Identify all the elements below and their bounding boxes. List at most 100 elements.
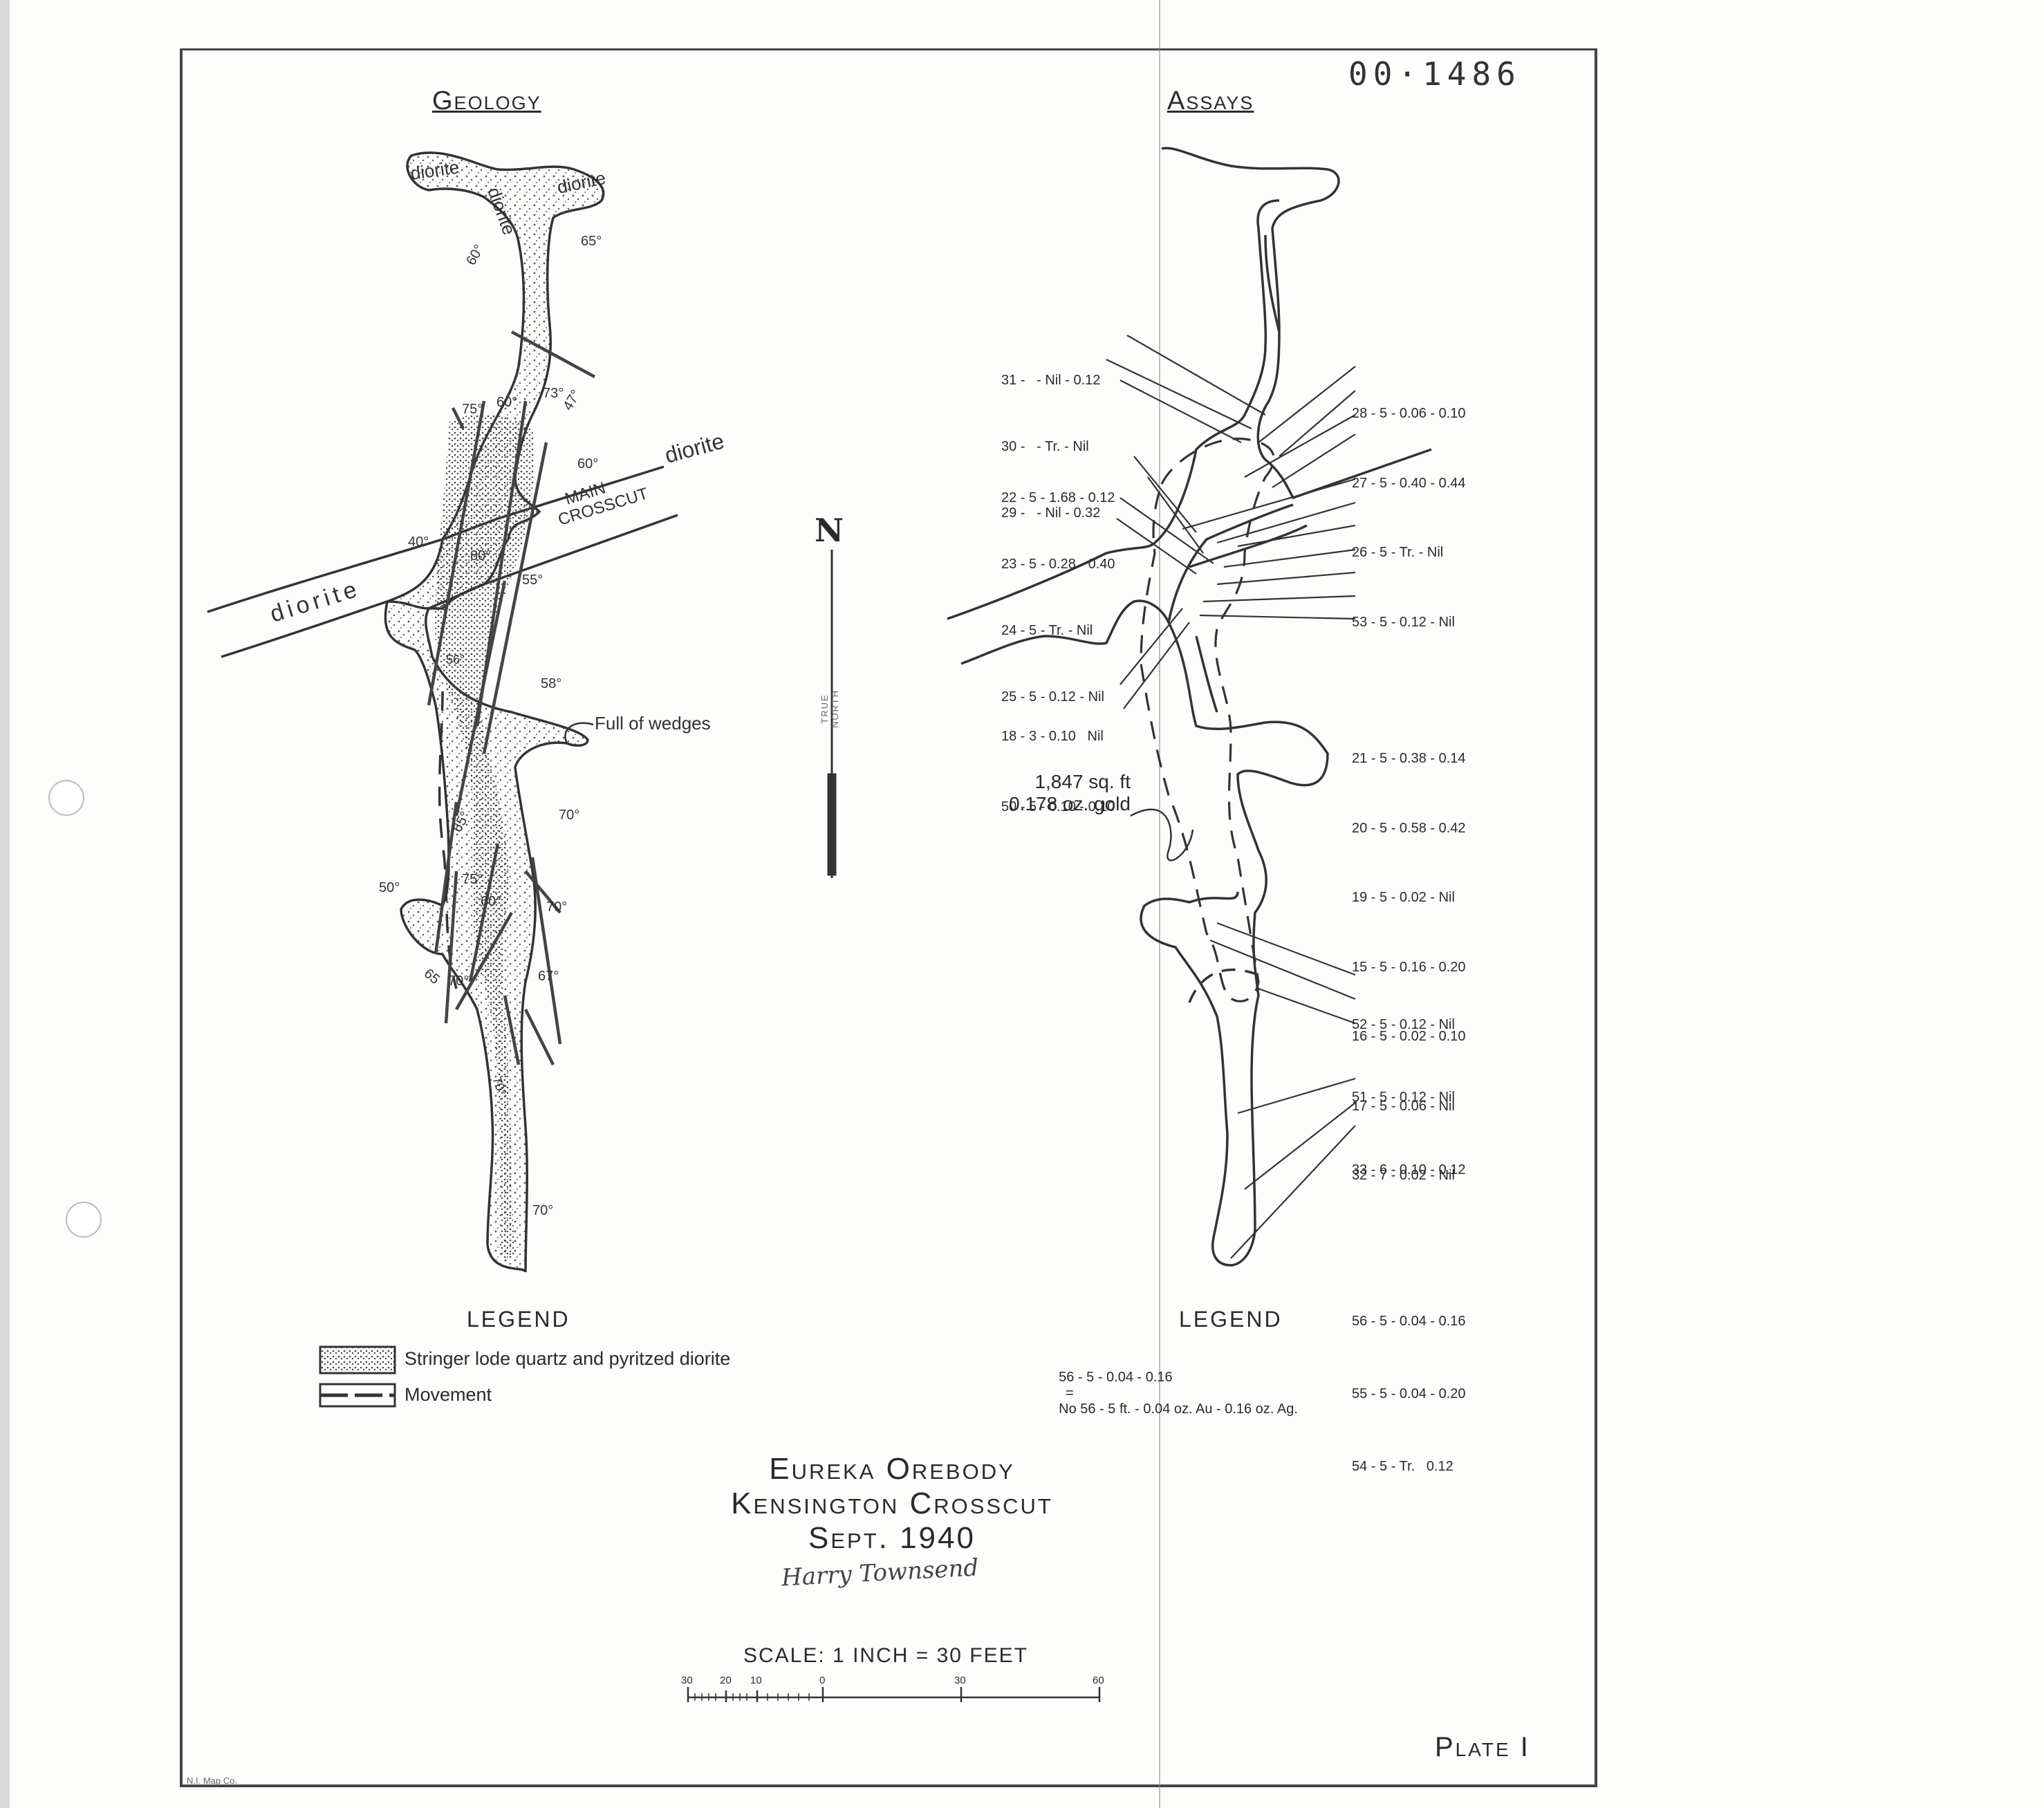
assay-entry: 31 - - Nil - 0.12 — [1001, 373, 1101, 388]
assay-entry: 55 - 5 - 0.04 - 0.20 — [1352, 1386, 1466, 1401]
assay-legend-value: No 56 - 5 ft. - 0.04 oz. Au - 0.16 oz. A… — [1059, 1401, 1298, 1417]
scale-tick-label: 30 — [954, 1675, 966, 1686]
assay-legend-key: 56 - 5 - 0.04 - 0.16 — [1059, 1370, 1173, 1385]
dip-label-10: 55° — [522, 572, 543, 588]
dip-label-11: 58° — [541, 676, 561, 691]
dip-label-5: 60° — [496, 395, 517, 410]
assay-entry: 32 - 7 - 0.02 - Nil — [1352, 1168, 1455, 1183]
assay-entry: 51 - 5 - 0.12 - Nil — [1352, 1090, 1455, 1105]
assay-legend-equals: = — [1066, 1386, 1074, 1401]
geology-heading: Geology — [432, 86, 541, 115]
scale-bar-graphic — [687, 1687, 1101, 1702]
assay-entry: 15 - 5 - 0.16 - 0.20 — [1352, 959, 1466, 975]
movement-line-dashed — [438, 691, 458, 989]
dip-label-14: 70° — [559, 808, 579, 823]
assay-entry: 54 - 5 - Tr. 0.12 — [1352, 1459, 1453, 1474]
legend-swatch-movement — [319, 1383, 396, 1408]
north-arrow-caption: TRUE NORTH — [819, 689, 840, 728]
assay-entry: 18 - 3 - 0.10 Nil — [1001, 729, 1104, 744]
assay-leader-lines — [1106, 335, 1356, 1259]
scale-tick-label: 0 — [819, 1675, 826, 1686]
assay-entry: 22 - 5 - 1.68 - 0.12 — [1001, 490, 1115, 505]
ore-area-note: 1,847 sq. ft 0.178 oz. gold — [1006, 771, 1131, 815]
scale-tick-label: 60 — [1093, 1675, 1104, 1686]
punch-hole-bottom — [66, 1202, 102, 1238]
area-pointer — [1130, 808, 1194, 861]
assay-entry: 25 - 5 - 0.12 - Nil — [1001, 689, 1104, 705]
assay-entries-left-middle: 22 - 5 - 1.68 - 0.12 23 - 5 - 0.28 - 0.4… — [1001, 442, 1115, 730]
ore-area-grade: 0.178 oz. gold — [1009, 793, 1131, 814]
dip-label-17: 70° — [546, 900, 567, 915]
dip-label-23: 70° — [532, 1203, 553, 1218]
assay-entries-right-upper: 28 - 5 - 0.06 - 0.10 27 - 5 - 0.40 - 0.4… — [1352, 356, 1466, 1211]
document-number: 00·1486 — [1348, 55, 1521, 93]
scale-tick-label: 30 — [681, 1675, 693, 1686]
dip-label-18: 50° — [379, 880, 400, 895]
punch-hole-top — [48, 780, 84, 816]
stringer-lode-zone — [435, 414, 535, 1258]
assay-legend-heading: LEGEND — [1179, 1307, 1283, 1332]
assay-legend-example: 56 - 5 - 0.04 - 0.16 = No 56 - 5 ft. - 0… — [1051, 1354, 1298, 1417]
assays-north-branch — [1167, 503, 1308, 713]
dip-label-20: 70° — [448, 973, 469, 989]
dip-label-1: 60° — [463, 242, 487, 268]
title-line-crosscut: Kensington Crosscut — [731, 1487, 1053, 1520]
assay-entry: 53 - 5 - 0.12 - Nil — [1352, 614, 1455, 630]
dip-label-16: 60° — [481, 894, 501, 909]
assay-entry: 21 - 5 - 0.38 - 0.14 — [1352, 751, 1466, 766]
assay-entry: 33 - 6 - 0.10 - 0.12 — [1352, 1162, 1466, 1177]
scale-label: SCALE: 1 INCH = 30 FEET — [743, 1644, 1028, 1667]
scanner-edge — [0, 0, 10, 1808]
dip-label-9: 80° — [470, 548, 491, 563]
assay-entry: 28 - 5 - 0.06 - 0.10 — [1352, 406, 1466, 421]
dip-label-15: 75° — [462, 872, 483, 887]
assay-entry: 20 - 5 - 0.58 - 0.42 — [1352, 820, 1466, 836]
assay-entries-left-upper: 31 - - Nil - 0.12 30 - - Tr. - Nil 29 - … — [1001, 325, 1100, 546]
dip-label-6: 73° — [543, 386, 564, 401]
geology-legend-heading: LEGEND — [467, 1307, 570, 1332]
dip-label-21: 67° — [538, 969, 559, 984]
legend-label-stringer-lode: Stringer lode quartz and pyritzed diorit… — [405, 1348, 731, 1369]
assay-entry: 16 - 5 - 0.02 - 0.10 — [1352, 1029, 1466, 1044]
assay-entry: 23 - 5 - 0.28 - 0.40 — [1001, 557, 1115, 572]
plate-frame — [180, 48, 1597, 1787]
scale-ticks: 30 20 10 0 30 60 — [681, 1675, 1124, 1690]
geology-drift-outline — [384, 151, 605, 1273]
assay-entry: 50 - 5 - 0.10 - 0.10 — [1001, 799, 1115, 814]
assay-entry: 52 - 5 - 0.12 - Nil — [1352, 1017, 1455, 1032]
printer-mark: N.I. Map Co. — [187, 1776, 237, 1786]
assay-entry: 26 - 5 - Tr. - Nil — [1352, 545, 1444, 560]
scale-tick-label: 10 — [750, 1675, 762, 1686]
assay-entries-left-lower: 18 - 3 - 0.10 Nil 50 - 5 - 0.10 - 0.10 — [1001, 678, 1115, 842]
assay-entry: 19 - 5 - 0.02 - Nil — [1352, 890, 1455, 905]
assay-entries-right-lower: 52 - 5 - 0.12 - Nil 51 - 5 - 0.12 - Nil … — [1352, 964, 1466, 1503]
diorite-label-east: diorite — [662, 428, 727, 467]
north-arrow-graphic — [827, 550, 837, 878]
dip-label-19: 65 — [421, 966, 443, 987]
movement-bars — [427, 330, 596, 1066]
dip-label-7: 60° — [577, 456, 598, 472]
title-line-date: Sept. 1940 — [808, 1521, 976, 1555]
assays-drift-outline — [947, 147, 1432, 1267]
legend-swatch-stringer-lode — [319, 1345, 396, 1374]
scale-tick-label: 20 — [720, 1675, 732, 1686]
assay-entry: 24 - 5 - Tr. - Nil — [1001, 623, 1093, 638]
assays-heading: Assays — [1167, 86, 1254, 115]
title-line-orebody: Eureka Orebody — [769, 1452, 1015, 1486]
dip-label-12: 56° — [446, 653, 465, 667]
dip-label-2: 65° — [581, 234, 602, 249]
dip-label-8: 40° — [408, 534, 429, 550]
assays-map — [947, 147, 1432, 1267]
map-title: Eureka Orebody Kensington Crosscut Sept.… — [622, 1452, 1162, 1556]
full-of-wedges-label: Full of wedges — [595, 713, 711, 734]
plate-number: Plate I — [1435, 1732, 1530, 1762]
assay-entry: 17 - 5 - 0.06 - Nil — [1352, 1098, 1455, 1114]
assay-entry: 27 - 5 - 0.40 - 0.44 — [1352, 475, 1466, 491]
legend-label-movement: Movement — [405, 1384, 492, 1405]
diorite-label-west: diorite — [267, 575, 364, 628]
ore-area-sqft: 1,847 sq. ft — [1034, 771, 1131, 792]
dip-label-3: 47° — [560, 387, 584, 413]
assay-entry: 56 - 5 - 0.04 - 0.16 — [1352, 1314, 1466, 1329]
dip-label-4: 75° — [462, 402, 483, 417]
